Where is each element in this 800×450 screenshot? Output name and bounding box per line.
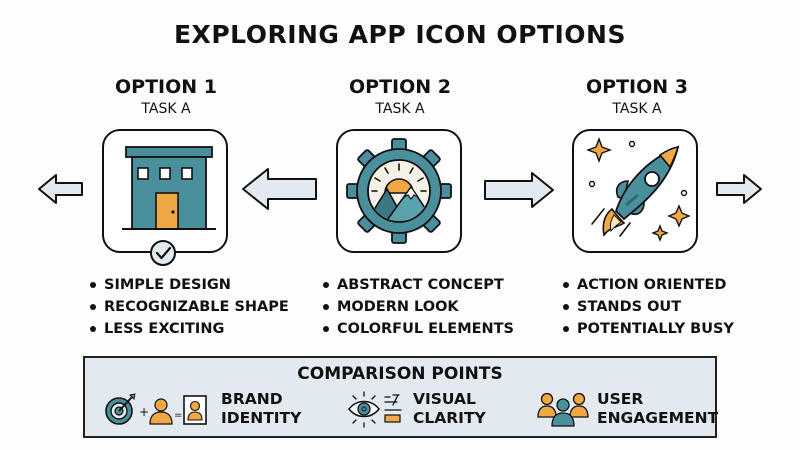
option-2-card[interactable] xyxy=(336,129,462,253)
option-2-header: OPTION 2 TASK A xyxy=(300,76,500,118)
bullet-item: MODERN LOOK xyxy=(321,296,514,318)
bullet-item: ABSTRACT CONCEPT xyxy=(321,274,514,296)
option-1-task: TASK A xyxy=(141,101,191,117)
svg-text:+: + xyxy=(139,405,149,419)
user-engagement-label: USER ENGAGEMENT xyxy=(597,390,719,427)
option-3-bullets: ACTION ORIENTED STANDS OUT POTENTIALLY B… xyxy=(561,274,734,340)
eye-text-icon xyxy=(347,391,402,428)
option-3-name: OPTION 3 xyxy=(586,76,688,98)
bullet-item: COLORFUL ELEMENTS xyxy=(321,318,514,340)
page-title: EXPLORING APP ICON OPTIONS xyxy=(173,20,626,49)
bullet-item: RECOGNIZABLE SHAPE xyxy=(88,296,289,318)
bullet-item: LESS EXCITING xyxy=(88,318,289,340)
option-1-bullets: SIMPLE DESIGN RECOGNIZABLE SHAPE LESS EX… xyxy=(88,274,289,340)
comparison-title: COMPARISON POINTS xyxy=(297,364,503,384)
brand-identity-label: BRAND IDENTITY xyxy=(221,390,302,427)
option-3-task: TASK A xyxy=(612,101,662,117)
svg-text:=: = xyxy=(174,410,182,421)
building-icon xyxy=(122,146,216,230)
rocket-icon xyxy=(586,137,691,242)
visual-clarity-label: VISUAL CLARITY xyxy=(413,390,486,427)
option-2-bullets: ABSTRACT CONCEPT MODERN LOOK COLORFUL EL… xyxy=(321,274,514,340)
comparison-point-visual-clarity: VISUAL CLARITY xyxy=(347,388,486,430)
option-1-header: OPTION 1 TASK A xyxy=(66,76,266,118)
arrow-left-icon[interactable] xyxy=(36,172,86,206)
option-1-name: OPTION 1 xyxy=(115,76,217,98)
bullet-item: ACTION ORIENTED xyxy=(561,274,734,296)
bullet-item: STANDS OUT xyxy=(561,296,734,318)
target-plus-person-equals-portrait-icon: + = xyxy=(105,393,207,425)
comparison-point-brand-identity: + = BRAND IDENTITY xyxy=(103,388,301,430)
option-2-name: OPTION 2 xyxy=(349,76,451,98)
bullet-item: POTENTIALLY BUSY xyxy=(561,318,734,340)
arrow-left-icon[interactable] xyxy=(240,166,320,212)
bullet-item: SIMPLE DESIGN xyxy=(88,274,289,296)
user-group-icon xyxy=(537,392,589,427)
option-2-task: TASK A xyxy=(375,101,425,117)
comparison-panel: COMPARISON POINTS + = BRAND IDENTITY xyxy=(83,356,718,438)
option-3-card[interactable] xyxy=(572,129,698,253)
option-1-card[interactable] xyxy=(102,129,228,253)
checkmark-icon xyxy=(150,240,176,266)
arrow-right-icon[interactable] xyxy=(714,172,764,206)
arrow-right-icon[interactable] xyxy=(482,170,556,210)
gear-mountain-sun-icon xyxy=(346,138,452,244)
option-3-header: OPTION 3 TASK A xyxy=(537,76,737,118)
comparison-point-user-engagement: USER ENGAGEMENT xyxy=(537,388,718,430)
